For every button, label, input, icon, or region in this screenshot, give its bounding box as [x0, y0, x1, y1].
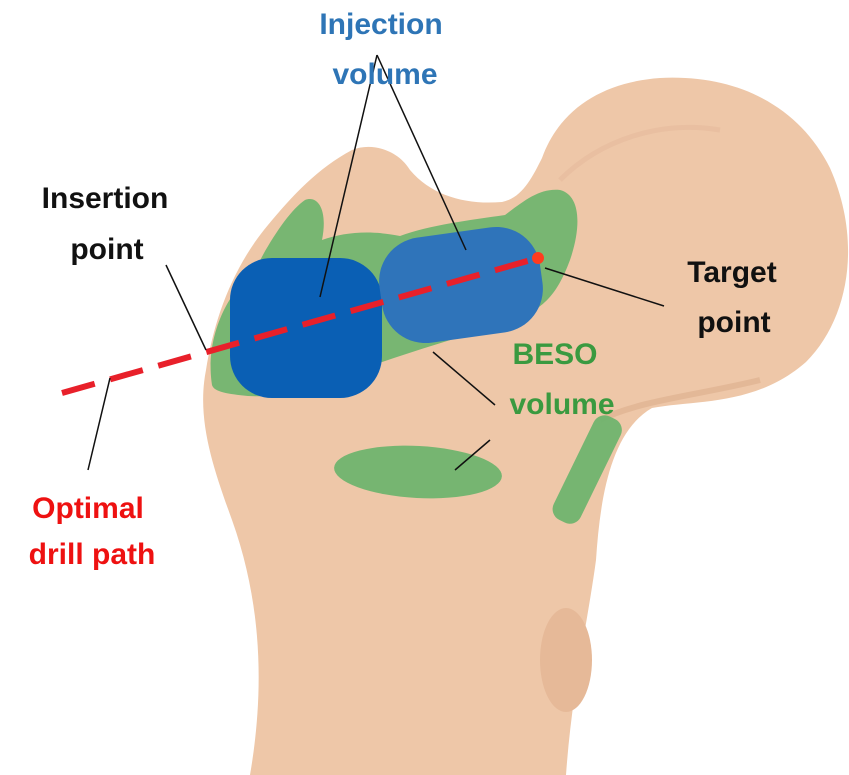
injection-volume-large: [230, 258, 382, 398]
injection-label-line2: volume: [332, 58, 437, 91]
femur-body: [203, 78, 848, 775]
beso-label-line1: BESO: [512, 338, 597, 371]
injection-label-line1: Injection: [319, 8, 442, 41]
drill-leader: [88, 378, 110, 470]
insertion-label-line2: point: [70, 233, 143, 266]
target-label-line1: Target: [687, 256, 776, 289]
target-point-marker: [532, 252, 544, 264]
beso-label-line2: volume: [509, 388, 614, 421]
drill-label-line1: Optimal: [32, 492, 144, 525]
drill-label-line2: drill path: [29, 538, 156, 571]
femur-bone: [203, 78, 848, 775]
lesser-trochanter: [540, 608, 592, 712]
insertion-label-line1: Insertion: [42, 182, 169, 215]
insertion-leader: [166, 265, 206, 350]
target-label-line2: point: [697, 306, 770, 339]
